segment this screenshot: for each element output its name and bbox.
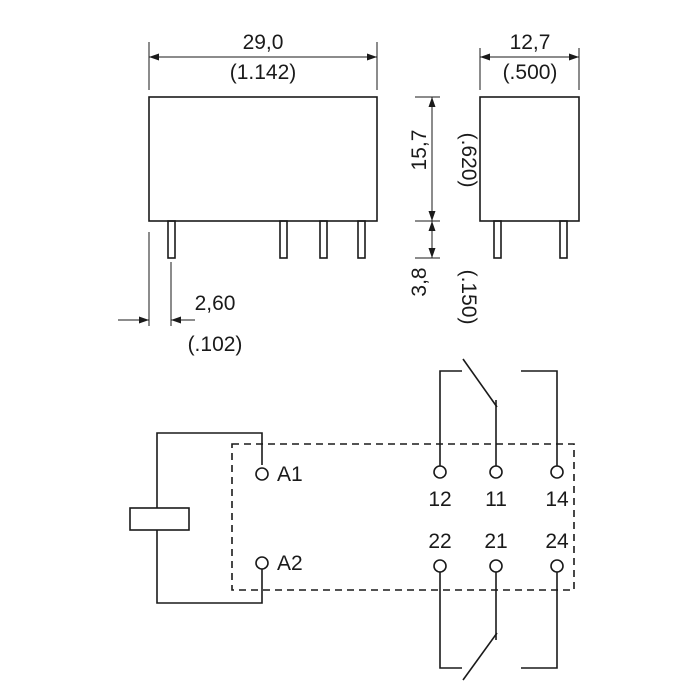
contact-label-11: 11 bbox=[485, 488, 507, 511]
contact-label-14: 14 bbox=[545, 488, 569, 511]
side-view: 12,7 (.500) bbox=[479, 31, 580, 259]
terminal-11 bbox=[489, 465, 503, 479]
length-in-label: (1.142) bbox=[230, 61, 297, 84]
height-mm-label: 15,7 bbox=[408, 130, 431, 171]
width-mm-label: 12,7 bbox=[510, 31, 551, 54]
width-dimension: 12,7 (.500) bbox=[479, 31, 580, 90]
terminal-24 bbox=[550, 559, 564, 573]
pin-length-dimension: 3,8 (.150) bbox=[408, 221, 480, 324]
lower-contact-set: 22 21 24 bbox=[428, 530, 569, 681]
upper-switch-blade bbox=[462, 358, 498, 408]
length-mm-label: 29,0 bbox=[243, 31, 284, 54]
side-pins bbox=[493, 220, 568, 259]
height-dimension: 15,7 (.620) bbox=[408, 96, 480, 222]
lower-switch-blade bbox=[462, 632, 498, 681]
terminal-22 bbox=[433, 559, 447, 573]
terminal-14 bbox=[550, 465, 564, 479]
width-in-label: (.500) bbox=[503, 61, 558, 84]
front-pins bbox=[167, 220, 366, 259]
front-view: 29,0 (1.142) 2,60 (.102) bbox=[118, 31, 378, 356]
coil: A1 A2 bbox=[129, 432, 303, 604]
terminal-21 bbox=[489, 559, 503, 573]
coil-label-a1: A1 bbox=[277, 463, 303, 486]
height-in-label: (.620) bbox=[457, 133, 480, 188]
coil-symbol bbox=[129, 507, 190, 531]
contact-label-24: 24 bbox=[545, 530, 569, 553]
terminal-a2 bbox=[255, 556, 269, 570]
pin-offset-dimension: 2,60 (.102) bbox=[118, 232, 242, 356]
length-dimension: 29,0 (1.142) bbox=[148, 31, 378, 90]
terminal-a1 bbox=[255, 467, 269, 481]
contact-label-22: 22 bbox=[428, 530, 451, 553]
coil-label-a2: A2 bbox=[277, 552, 303, 575]
pin-offset-mm-label: 2,60 bbox=[195, 292, 236, 315]
pin-length-mm-label: 3,8 bbox=[408, 267, 431, 296]
terminal-12 bbox=[433, 465, 447, 479]
contact-label-21: 21 bbox=[484, 530, 507, 553]
relay-body-front bbox=[148, 96, 378, 222]
relay-body-side bbox=[479, 96, 580, 222]
contact-label-12: 12 bbox=[428, 488, 451, 511]
pin-length-in-label: (.150) bbox=[457, 270, 480, 325]
relay-enclosure-dashed bbox=[231, 443, 575, 591]
pin-offset-in-label: (.102) bbox=[188, 333, 243, 356]
wiring-schematic: A1 A2 12 11 14 22 21 24 bbox=[129, 358, 575, 681]
upper-contact-set: 12 11 14 bbox=[428, 358, 569, 511]
